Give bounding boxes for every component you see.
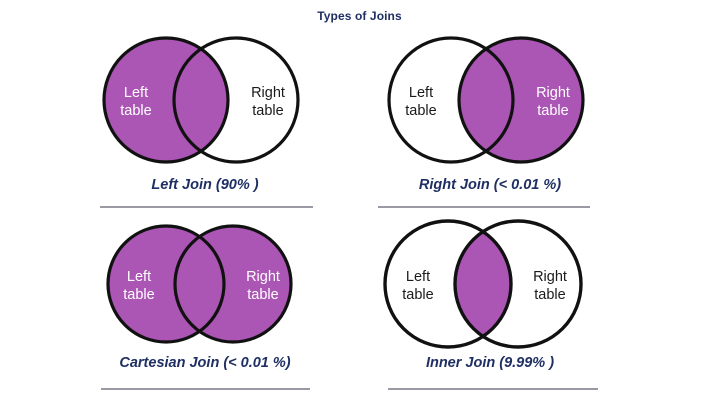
diagram-cartesian-join: Left table Right table Cartesian Join (<… [55, 216, 355, 401]
left-circle-outline [106, 224, 226, 344]
left-table-label-line2: table [405, 103, 436, 119]
right-circle-fill [175, 226, 291, 342]
left-table-label-line1: Left [127, 269, 151, 285]
left-circle-outline [387, 36, 515, 164]
left-table-label-line2: table [402, 287, 433, 303]
left-table-label-line1: Left [406, 269, 430, 285]
left-circle-outline [102, 36, 230, 164]
divider-left-join [100, 206, 313, 208]
caption-right-join: Right Join (< 0.01 %) [418, 177, 562, 193]
right-table-label-line2: table [537, 103, 568, 119]
right-table-label-line2: table [534, 287, 565, 303]
divider-right-join [378, 206, 590, 208]
right-circle-outline [453, 219, 583, 349]
intersection-fill [455, 221, 511, 347]
left-table-label-line1: Left [124, 85, 148, 101]
intersection-fill [459, 38, 513, 162]
right-table-label-line2: table [247, 287, 278, 303]
venn-svg-cartesian-join: Left table Right table [106, 224, 293, 344]
right-table-label-line2: table [252, 103, 283, 119]
caption-inner-join: Inner Join (9.99% ) [425, 355, 555, 371]
right-table-label-line1: Right [533, 269, 567, 285]
caption-cartesian-join: Cartesian Join (< 0.01 %) [119, 355, 291, 371]
venn-svg-inner-join: Left table Right table [383, 219, 583, 349]
right-table-label-line1: Right [536, 85, 570, 101]
venn-svg-left-join: Left table Right table [102, 36, 300, 164]
divider-cartesian-join [101, 388, 310, 390]
caption-left-join: Left Join (90% ) [151, 177, 259, 193]
right-circle-outline [173, 224, 293, 344]
left-table-label-line2: table [120, 103, 151, 119]
left-table-label-line1: Left [409, 85, 433, 101]
left-table-label-line2: table [123, 287, 154, 303]
venn-svg-right-join: Left table Right table [387, 36, 585, 164]
divider-inner-join [388, 388, 598, 390]
page-title: Types of Joins [317, 9, 402, 23]
right-circle-outline [457, 36, 585, 164]
diagram-left-join: Left table Right table Left Join (90% ) [55, 34, 355, 219]
intersection-fill [174, 38, 228, 162]
venn-inner-join: Left table Right table [340, 216, 640, 356]
right-table-label-line1: Right [251, 85, 285, 101]
left-circle-outline [383, 219, 513, 349]
venn-right-join: Left table Right table [340, 34, 640, 174]
diagram-inner-join: Left table Right table Inner Join (9.99%… [340, 216, 640, 401]
venn-left-join: Left table Right table [55, 34, 355, 174]
right-table-label-line1: Right [246, 269, 280, 285]
diagram-right-join: Left table Right table Right Join (< 0.0… [340, 34, 640, 219]
right-circle-outline [172, 36, 300, 164]
venn-cartesian-join: Left table Right table [55, 216, 355, 356]
